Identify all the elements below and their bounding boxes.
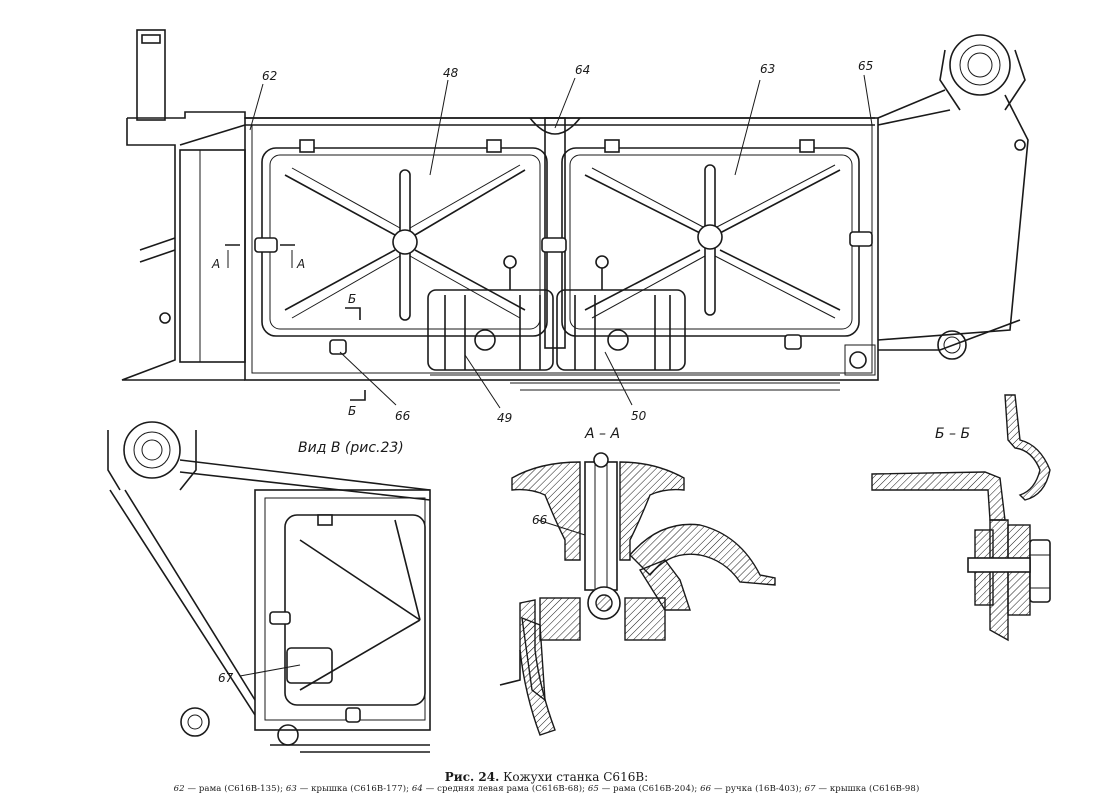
section-bb-detail xyxy=(871,394,1051,642)
section-aa-title: А – А xyxy=(584,426,620,442)
callout-65: 65 xyxy=(858,59,873,73)
caption-number: Рис. 24. xyxy=(444,770,500,784)
callout-63: 63 xyxy=(760,62,775,76)
callout-64: 64 xyxy=(575,63,590,77)
gear-top-right xyxy=(949,34,1011,96)
callout-67: 67 xyxy=(218,671,234,685)
legend-text: рама (С616В-204); xyxy=(613,784,698,794)
legend-num: 62 xyxy=(173,784,185,794)
main-assembly-view xyxy=(121,29,1029,401)
callout-50: 50 xyxy=(631,409,647,423)
callout-62: 62 xyxy=(262,69,277,83)
callout-66: 66 xyxy=(395,409,411,423)
legend-text: крышка (С616В-98) xyxy=(829,784,920,794)
section-mark-a-left: A xyxy=(211,257,220,271)
callout-66-section: 66 xyxy=(532,513,548,527)
section-aa-detail xyxy=(499,452,776,736)
caption-title: Кожухи станка С616В: xyxy=(503,770,649,784)
callout-49: 49 xyxy=(497,411,512,425)
callout-leaders xyxy=(249,74,873,409)
legend-text: рама (С616В-135); xyxy=(198,784,284,794)
view-b-detail xyxy=(107,421,431,753)
legend-text: средняя левая рама (С616В-68); xyxy=(437,784,586,794)
legend-num: 65 xyxy=(587,784,599,794)
cover-49 xyxy=(427,289,554,371)
cover-50 xyxy=(556,289,686,371)
legend-num: 67 xyxy=(804,784,816,794)
section-mark-b-top: Б xyxy=(348,292,356,306)
section-mark-a-right: A xyxy=(296,257,305,271)
callout-48: 48 xyxy=(443,66,459,80)
legend-num: 63 xyxy=(285,784,297,794)
left-post xyxy=(136,29,166,121)
legend-text: ручка (16В-403); xyxy=(725,784,802,794)
figure-caption: Рис. 24. Кожухи станка С616В: xyxy=(0,770,1093,784)
view-b-frame xyxy=(254,489,431,731)
section-bb-title: Б – Б xyxy=(935,426,970,442)
section-mark-b-bottom: Б xyxy=(348,404,356,418)
legend-num: 64 xyxy=(411,784,423,794)
figure-legend: 62 — рама (С616В-135); 63 — крышка (С616… xyxy=(173,784,920,794)
view-b-title: Вид В (рис.23) xyxy=(298,440,404,456)
legend-text: крышка (С616В-177); xyxy=(311,784,410,794)
legend-num: 66 xyxy=(700,784,712,794)
